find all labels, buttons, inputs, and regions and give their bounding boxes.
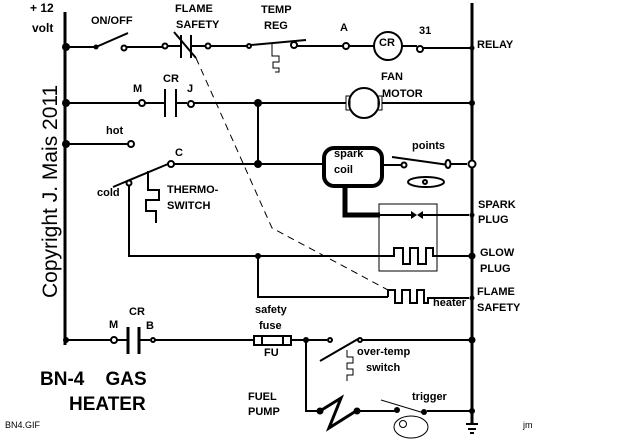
trigger-switch: [380, 399, 429, 439]
on-off-label: ON/OFF: [91, 15, 133, 27]
safety-fuse-icon: [253, 335, 292, 346]
title-line1: BN-4 GAS: [40, 369, 147, 390]
fan-motor-icon: [345, 87, 383, 119]
terminal-hot: [127, 140, 135, 148]
over-temp-label-line2: switch: [366, 362, 401, 374]
mechanical-linkage: [195, 57, 389, 291]
junction-dot: [468, 336, 476, 344]
spark-plug-icon: [379, 211, 469, 219]
wire: [128, 186, 258, 257]
copyright-text: Copyright J. Mais 2011: [39, 85, 62, 298]
terminal-m: [138, 99, 146, 107]
flame-safety-label-line1: FLAME: [175, 3, 213, 15]
terminal-m-label: M: [133, 83, 142, 95]
terminal-j: [187, 100, 195, 108]
terminal-a-label: A: [340, 22, 348, 34]
junction-dot: [468, 252, 476, 260]
wire: [305, 340, 319, 412]
temp-reg-label-line1: TEMP: [261, 4, 292, 16]
over-temp-label-line1: over-temp: [357, 346, 410, 358]
terminal-m: [110, 336, 118, 344]
fuel-pump-icon: [319, 394, 357, 432]
fan-motor-label-line1: FAN: [381, 71, 403, 83]
glow-plug-label-line1: GLOW: [480, 247, 515, 259]
wire: [257, 256, 388, 298]
terminal-a: [342, 42, 350, 50]
junction-dot: [254, 160, 262, 168]
thermo-switch: [112, 160, 175, 223]
fuel-pump-label-line2: PUMP: [248, 406, 280, 418]
spark-coil-label-line2: coil: [334, 164, 353, 176]
terminal-31-label: 31: [419, 25, 431, 37]
spark-plug-label-line1: SPARK: [478, 199, 516, 211]
terminal-points: [467, 159, 477, 169]
spark-plug-label-line2: PLUG: [478, 214, 509, 226]
flame-safety-label-line2: SAFETY: [176, 19, 220, 31]
flame-safety-r-label-line1: FLAME: [477, 286, 515, 298]
hot-label: hot: [106, 125, 123, 137]
junction-dot: [469, 295, 475, 301]
cr-contact-2: [117, 327, 150, 354]
junction-dot: [469, 408, 475, 414]
temp-reg-switch: [246, 39, 307, 73]
junction-dot: [469, 45, 475, 51]
glow-plug-label-line2: PLUG: [480, 263, 511, 275]
terminal: [161, 42, 169, 50]
terminal-31: [416, 45, 424, 53]
title-line2: HEATER: [69, 394, 146, 415]
cr-contact-1: [145, 89, 187, 117]
filename-label: BN4.GIF: [5, 420, 41, 430]
cr-contact-1-label: CR: [163, 73, 179, 85]
junction-dot: [469, 100, 475, 106]
author-initials: jm: [522, 420, 533, 430]
terminal-b-label: B: [146, 320, 154, 332]
fan-motor-label-line2: MOTOR: [382, 88, 423, 100]
terminal-b: [150, 337, 156, 343]
cold-label: cold: [97, 187, 120, 199]
terminal-m2-label: M: [109, 319, 118, 331]
plug-assembly-box: [378, 203, 438, 272]
points-label: points: [412, 140, 445, 152]
supply-label-line1: + 12: [30, 1, 54, 15]
glow-plug-icon: [388, 247, 469, 265]
trigger-label: trigger: [412, 391, 448, 403]
supply-label-line2: volt: [32, 21, 53, 35]
temp-reg-label-line2: REG: [264, 20, 288, 32]
junction-dot: [469, 212, 475, 218]
safety-fuse-label-line1: safety: [255, 304, 288, 316]
relay-coil-label: CR: [379, 37, 395, 49]
thermo-switch-label-line1: THERMO-: [167, 184, 219, 196]
breaker-points: [391, 156, 467, 188]
over-temp-switch: [319, 337, 363, 381]
fuel-pump-label-line1: FUEL: [248, 391, 277, 403]
ground-icon: [466, 423, 478, 434]
flame-safety-contact: [167, 31, 212, 59]
heater-label: heater: [433, 297, 467, 309]
hv-lead: [342, 188, 380, 218]
terminal-c-label: C: [175, 147, 183, 159]
relay-label: RELAY: [477, 39, 514, 51]
terminal-j-label: J: [187, 83, 193, 95]
flame-safety-r-label-line2: SAFETY: [477, 302, 521, 314]
thermo-switch-label-line2: SWITCH: [167, 200, 210, 212]
spark-coil-label-line1: spark: [334, 148, 364, 160]
flame-safety-heater-icon: [387, 289, 469, 304]
safety-fuse-label-line2: fuse: [259, 320, 282, 332]
cr-contact-2-label: CR: [129, 306, 145, 318]
on-off-switch[interactable]: [93, 32, 129, 52]
fuse-id-label: FU: [264, 347, 279, 359]
spark-coil-icon: [322, 146, 384, 188]
